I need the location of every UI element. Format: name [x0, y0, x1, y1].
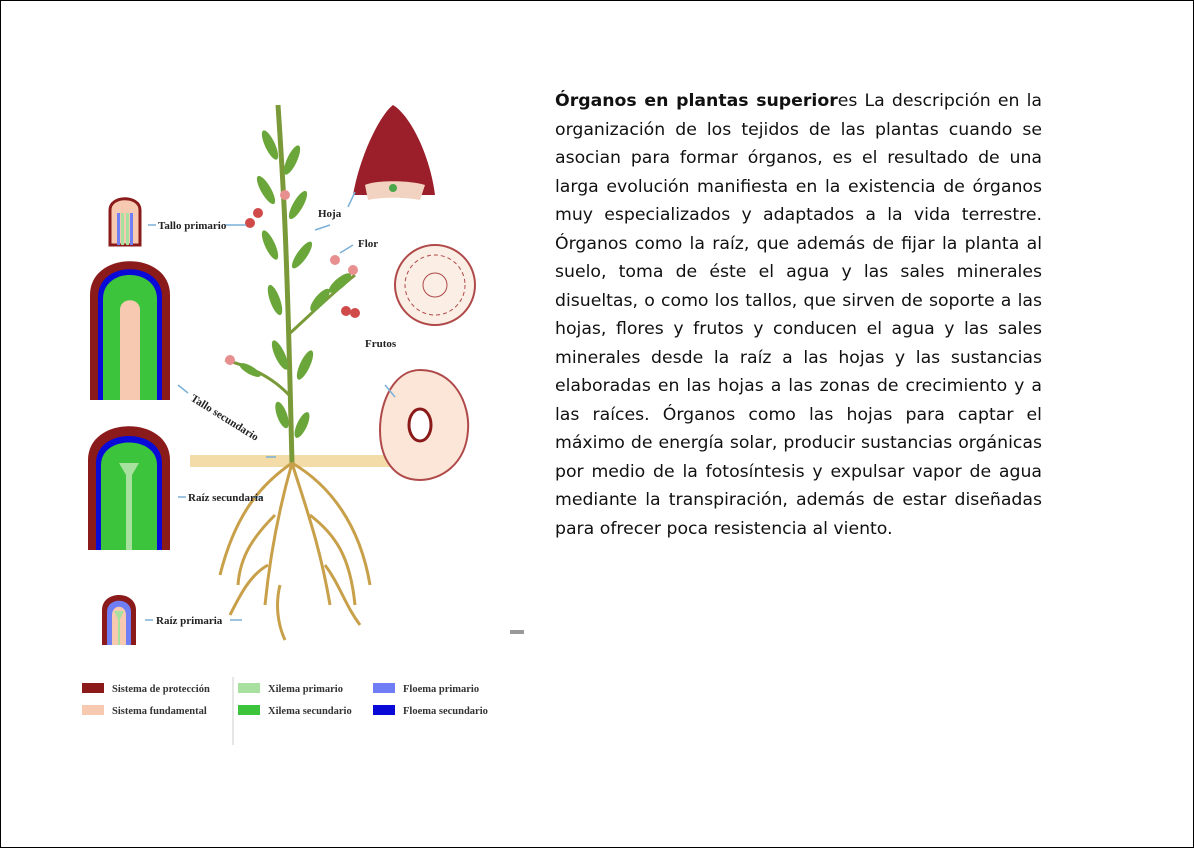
legend-label: Floema secundario	[403, 706, 488, 717]
leaf-cross-section	[353, 105, 435, 200]
primary-stem-section	[108, 197, 142, 247]
separator-dash	[510, 630, 524, 634]
legend-swatch	[373, 683, 395, 693]
soil-line	[190, 455, 420, 467]
legend: Sistema de protección Sistema fundamenta…	[82, 677, 488, 745]
fruit-cross-section	[378, 368, 470, 482]
flowers	[225, 190, 360, 365]
legend-swatch	[238, 705, 260, 715]
secondary-root-section	[88, 426, 170, 550]
roots	[218, 461, 372, 641]
article-title: Órganos en plantas superior	[555, 91, 838, 111]
legend-swatch	[82, 705, 104, 715]
label-tallo-secundario: Tallo secundario	[188, 392, 261, 444]
legend-swatch	[373, 705, 395, 715]
legend-swatch	[82, 683, 104, 693]
legend-label: Floema primario	[403, 684, 479, 695]
label-arrows	[145, 191, 396, 621]
legend-swatch	[238, 683, 260, 693]
label-raiz-primaria: Raíz primaria	[156, 615, 223, 627]
legend-label: Sistema fundamental	[112, 706, 207, 717]
article-title-tail: es	[837, 91, 858, 111]
label-frutos: Frutos	[365, 338, 397, 350]
article-text: Órganos en plantas superiores La descrip…	[555, 87, 1042, 543]
plant-organs-figure: Tallo primario Hoja Flor Frutos Tallo se…	[70, 85, 520, 755]
legend-label: Xilema primario	[268, 684, 343, 695]
stem	[275, 104, 295, 464]
flower-cross-section	[394, 244, 476, 326]
article-body: La descripción en la organización de los…	[555, 91, 1042, 539]
label-flor: Flor	[358, 238, 378, 250]
plant-diagram: Tallo primario Hoja Flor Frutos Tallo se…	[82, 104, 488, 745]
label-hoja: Hoja	[318, 208, 342, 220]
secondary-stem-section	[90, 261, 170, 400]
primary-root-section	[102, 595, 136, 645]
leaves	[239, 130, 352, 438]
label-tallo-primario: Tallo primario	[158, 220, 227, 232]
label-raiz-secundaria: Raíz secundaria	[188, 492, 264, 504]
legend-label: Sistema de protección	[112, 684, 210, 695]
legend-label: Xilema secundario	[268, 706, 352, 717]
